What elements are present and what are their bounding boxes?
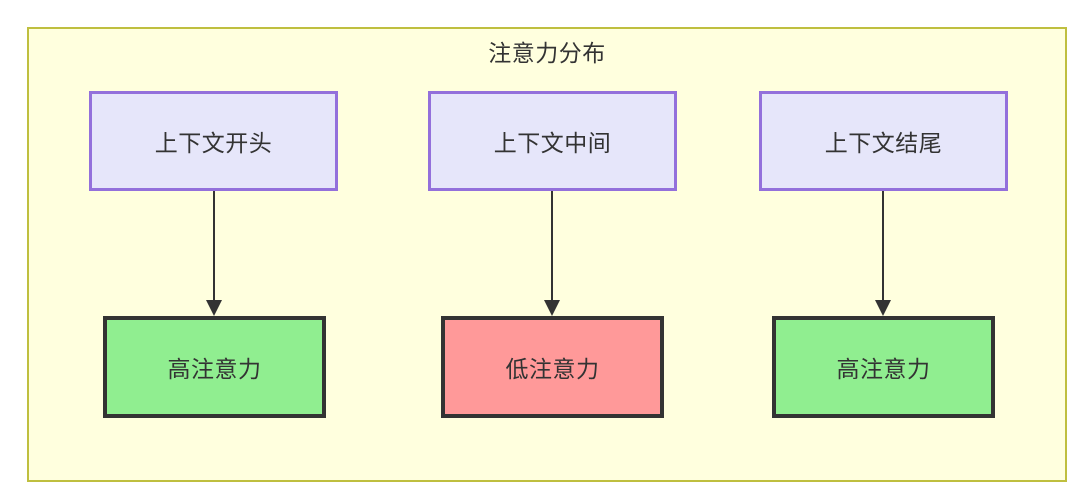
cluster-title: 注意力分布	[488, 40, 606, 66]
node-high-attention-left[interactable]: 高注意力	[103, 316, 326, 418]
node-high-attention-left-label: 高注意力	[167, 356, 262, 382]
node-high-attention-right[interactable]: 高注意力	[772, 316, 995, 418]
node-context-middle-label: 上下文中间	[493, 130, 612, 156]
node-context-middle[interactable]: 上下文中间	[428, 91, 677, 191]
node-context-end[interactable]: 上下文结尾	[759, 91, 1008, 191]
node-context-beginning-label: 上下文开头	[154, 130, 273, 156]
node-low-attention-middle[interactable]: 低注意力	[441, 316, 664, 418]
node-low-attention-middle-label: 低注意力	[505, 356, 600, 382]
node-context-end-label: 上下文结尾	[824, 130, 943, 156]
node-context-beginning[interactable]: 上下文开头	[89, 91, 338, 191]
node-high-attention-right-label: 高注意力	[836, 356, 931, 382]
